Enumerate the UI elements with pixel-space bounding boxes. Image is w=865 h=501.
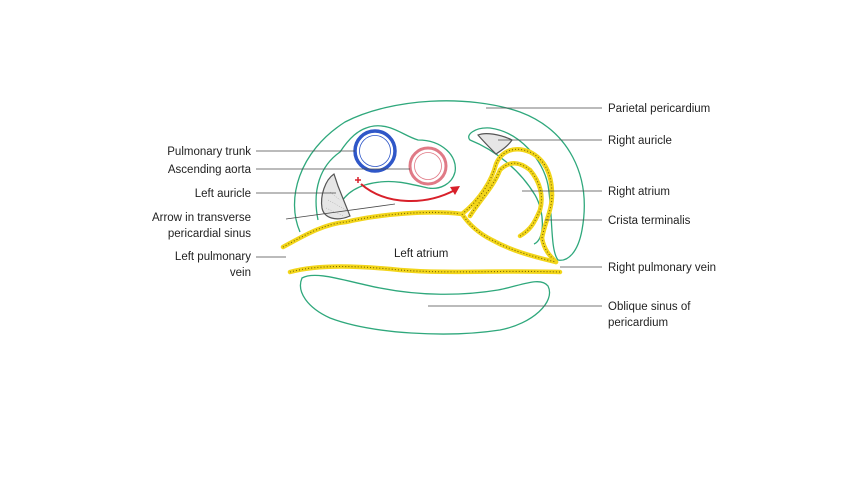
ascending-aorta [408, 146, 448, 186]
label-crista-terminalis: Crista terminalis [608, 215, 691, 227]
oblique-sinus-outline [299, 274, 551, 335]
parietal-pericardium-outline [293, 100, 585, 261]
leader-transverse-arrow [285, 203, 396, 220]
label-ascending-aorta: Ascending aorta [168, 164, 252, 176]
left-atrium-roof-wall [280, 210, 465, 250]
pulmonary-trunk [353, 129, 397, 173]
label-parietal-pericardium: Parietal pericardium [608, 103, 710, 115]
atrial-walls [280, 147, 563, 275]
label-right-auricle: Right auricle [608, 135, 672, 147]
transverse-sinus-arrow [355, 177, 460, 202]
label-right-pulmonary-vein: Right pulmonary vein [608, 262, 716, 274]
label-arrow-line2: pericardial sinus [168, 228, 251, 240]
label-left-auricle: Left auricle [195, 188, 251, 200]
left-auricle-shape [320, 173, 351, 220]
visceral-pericardium-vessels [315, 125, 456, 221]
right-atrium-inner-rim [467, 161, 544, 239]
label-pulmonary-trunk: Pulmonary trunk [167, 146, 251, 158]
label-oblique-line1: Oblique sinus of [608, 301, 691, 313]
label-left-atrium: Left atrium [394, 248, 448, 260]
label-right-atrium: Right atrium [608, 186, 670, 198]
label-arrow-line1: Arrow in transverse [152, 212, 251, 224]
label-oblique-line2: pericardium [608, 317, 668, 329]
posterior-left-atrium-wall [287, 264, 563, 275]
label-left-pv-line2: vein [230, 267, 251, 279]
right-auricle-shape [477, 133, 513, 155]
label-left-pv-line1: Left pulmonary [175, 251, 251, 263]
